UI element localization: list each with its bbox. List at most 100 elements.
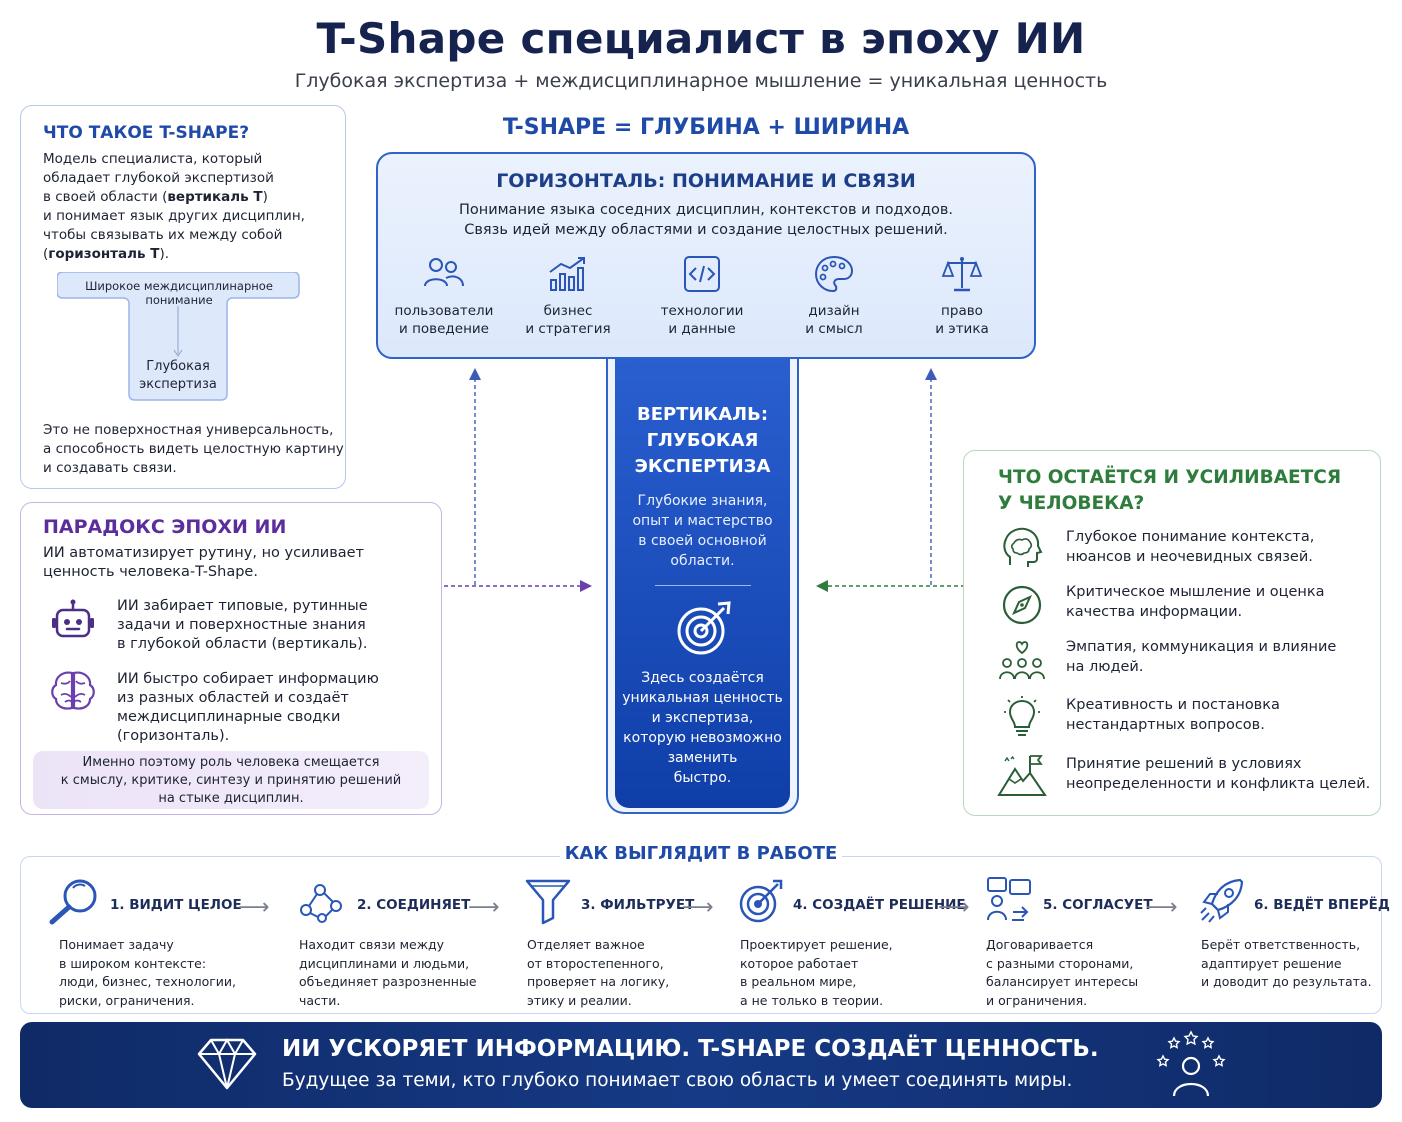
person-stars-icon [1156, 1030, 1226, 1097]
text: и доводит до результата. [1201, 974, 1372, 989]
text: Отделяет важное [527, 937, 645, 952]
text: экспертиза [139, 377, 217, 392]
text: области. [670, 553, 735, 569]
area-label: и стратегия [525, 321, 611, 337]
horizontal-desc: Понимание языка соседних дисциплин, конт… [378, 200, 1034, 240]
step-desc: Находит связи между дисциплинами и людьм… [299, 936, 477, 1010]
text: Именно поэтому роль человека смещается [82, 755, 380, 770]
step-desc: Договаривается с разными сторонами, бала… [986, 936, 1138, 1010]
human-item-1: Глубокое понимание контекста, нюансов и … [1066, 527, 1314, 567]
human-strengths-card: ЧТО ОСТАЁТСЯ И УСИЛИВАЕТСЯ У ЧЕЛОВЕКА? Г… [963, 450, 1381, 816]
text: заменить [667, 750, 738, 766]
area-tech: технологии и данные [636, 254, 768, 338]
text: а способность видеть целостную картину [43, 441, 344, 457]
tshape-label: T-SHAPE = ГЛУБИНА + ШИРИНА [502, 115, 910, 140]
page-subtitle: Глубокая экспертиза + междисциплинарное … [294, 70, 1108, 92]
paradox-intro: ИИ автоматизирует рутину, но усиливает ц… [43, 544, 364, 582]
text: объединяет разрозненные [299, 974, 477, 989]
area-label: пользователи [394, 303, 494, 319]
step-arrow-icon: ⟶ [238, 895, 270, 920]
what-is-tshape-card: ЧТО ТАКОЕ T-SHAPE? Модель специалиста, к… [20, 105, 346, 489]
step-title: 6. ВЕДЁТ ВПЕРЁД [1254, 897, 1390, 913]
step-title: 1. ВИДИТ ЦЕЛОЕ [110, 897, 242, 913]
work-title: КАК ВЫГЛЯДИТ В РАБОТЕ [560, 843, 842, 864]
text: задачи и поверхностные знания [117, 617, 366, 633]
palette-icon [814, 255, 854, 293]
text: Связь идей между областями и создание це… [464, 222, 948, 238]
paradox-item-1: ИИ забирает типовые, рутинные задачи и п… [117, 597, 368, 654]
text: Понимает задачу [59, 937, 174, 952]
text: быстро. [673, 770, 732, 786]
text: уникальная ценность [622, 690, 783, 706]
step-desc: Проектирует решение, которое работает в … [740, 936, 893, 1010]
connector-arrows [444, 368, 964, 592]
text: проверяет на логику, [527, 974, 670, 989]
text: Договаривается [986, 937, 1094, 952]
step-title: 4. СОЗДАЁТ РЕШЕНИЕ [793, 897, 966, 913]
robot-icon [52, 599, 94, 638]
text: Понимание языка соседних дисциплин, конт… [458, 202, 954, 218]
text: в глубокой области (вертикаль). [117, 636, 368, 652]
text: У ЧЕЛОВЕКА? [998, 493, 1145, 514]
text: и создавать связи. [43, 460, 177, 476]
network-icon [300, 884, 342, 923]
what-line: чтобы связывать их между собой [43, 227, 283, 243]
human-item-4: Креативность и постановка нестандартных … [1066, 695, 1280, 735]
text: балансирует интересы [986, 974, 1139, 989]
text: части. [299, 992, 341, 1008]
area-label: дизайн [808, 303, 860, 319]
paradox-heading: ПАРАДОКС ЭПОХИ ИИ [43, 516, 287, 538]
step-arrow-icon: ⟶ [1146, 895, 1178, 920]
area-business: бизнес и стратегия [502, 254, 634, 338]
mini-t-top-label: Широкое междисциплинарное понимание [85, 279, 273, 307]
page-title: T-Shape специалист в эпоху ИИ [316, 14, 1086, 63]
text: на стыке дисциплин. [158, 791, 304, 806]
mountain-flag-icon [997, 755, 1047, 796]
area-label: и поведение [399, 321, 489, 337]
chart-growth-icon [549, 257, 585, 291]
step-title: 5. СОГЛАСУЕТ [1043, 897, 1153, 913]
compass-icon [1002, 585, 1042, 625]
scales-icon [941, 257, 983, 292]
area-label: технологии [660, 303, 744, 319]
horizontal-heading: ГОРИЗОНТАЛЬ: ПОНИМАНИЕ И СВЯЗИ [496, 170, 916, 192]
text: на людей. [1066, 659, 1144, 675]
users-icon [424, 258, 464, 287]
text: неопределенности и конфликта целей. [1066, 776, 1371, 792]
paradox-note: Именно поэтому роль человека смещается к… [33, 751, 429, 809]
vertical-heading: ВЕРТИКАЛЬ: ГЛУБОКАЯ ЭКСПЕРТИЗА [615, 402, 790, 480]
rocket-icon [1200, 878, 1244, 923]
text: Креативность и постановка [1066, 697, 1280, 713]
text: адаптирует решение [1201, 955, 1342, 971]
text: и экспертиза, [651, 710, 754, 726]
banner-title: ИИ УСКОРЯЕТ ИНФОРМАЦИЮ. T-SHAPE СОЗДАЁТ … [282, 1036, 1099, 1062]
magnifier-icon [49, 879, 97, 925]
people-heart-icon [999, 641, 1045, 680]
banner-subtitle: Будущее за теми, кто глубоко понимает св… [282, 1070, 1073, 1091]
area-label: и данные [668, 321, 736, 337]
ai-paradox-card: ПАРАДОКС ЭПОХИ ИИ ИИ автоматизирует рути… [20, 502, 442, 815]
human-heading: ЧТО ОСТАЁТСЯ И УСИЛИВАЕТСЯ У ЧЕЛОВЕКА? [998, 465, 1341, 517]
diamond-icon [197, 1037, 257, 1090]
what-line: и понимает язык других дисциплин, [43, 208, 305, 224]
text: Эмпатия, коммуникация и влияние [1066, 639, 1337, 655]
step-arrow-icon: ⟶ [682, 895, 714, 920]
brain-icon [51, 671, 95, 710]
text: дисциплинами и людьми, [299, 955, 470, 971]
text-bold: вертикаль T [167, 189, 263, 205]
text: ИИ забирает типовые, рутинные [117, 598, 368, 614]
t-horizontal-bar: ГОРИЗОНТАЛЬ: ПОНИМАНИЕ И СВЯЗИ Понимание… [376, 152, 1036, 359]
vertical-desc: Глубокие знания, опыт и мастерство в сво… [615, 491, 790, 571]
area-label: и смысл [805, 321, 863, 337]
text: Глубокое понимание контекста, [1066, 529, 1315, 545]
what-definition: Модель специалиста, который обладает глу… [43, 150, 305, 264]
text: междисциплинарные сводки [117, 709, 341, 725]
text: опыт и мастерство [632, 513, 773, 529]
area-label: бизнес [543, 303, 593, 319]
funnel-icon [525, 879, 571, 925]
area-design: дизайн и смысл [768, 254, 900, 338]
text: к смыслу, критике, синтезу и принятию ре… [60, 773, 402, 788]
text: а не только в теории. [740, 992, 884, 1008]
what-heading: ЧТО ТАКОЕ T-SHAPE? [43, 123, 250, 143]
paradox-item-2: ИИ быстро собирает информацию из разных … [117, 670, 379, 746]
